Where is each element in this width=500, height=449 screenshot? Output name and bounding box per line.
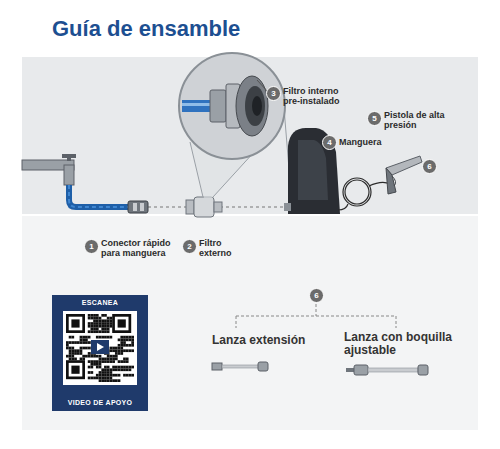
garden-hose-stripe	[69, 185, 128, 207]
bracket	[236, 304, 396, 328]
extension-lance	[212, 362, 268, 371]
part-label: Conector rápido para manguera	[101, 238, 181, 258]
faucet	[22, 154, 76, 185]
spray-gun	[386, 156, 422, 194]
pressure-hose	[338, 178, 390, 210]
accessory-label: Lanza extensión	[212, 334, 322, 347]
callout-number: 2	[182, 239, 197, 254]
qr-heading: ESCANEA	[52, 299, 148, 306]
part-label: Pistola de alta presión	[384, 110, 446, 130]
part-label: Manguera	[339, 137, 399, 147]
floor-line	[22, 214, 478, 216]
nozzle-lance	[346, 365, 428, 375]
qr-panel: ESCANEA VIDEO DE APOYO	[52, 295, 148, 411]
accessory-label: Lanza con boquilla ajustable	[344, 331, 454, 357]
quick-connector	[128, 201, 148, 213]
external-filter	[186, 197, 222, 217]
callout-number: 4	[322, 135, 337, 150]
title: Guía de ensamble	[52, 16, 240, 42]
pressure-washer	[284, 128, 340, 214]
part-label: Filtro interno pre-instalado	[283, 86, 353, 106]
part-label: Filtro externo	[199, 238, 249, 258]
callout-number: 1	[84, 239, 99, 254]
qr-code	[63, 311, 137, 385]
background-lower	[22, 215, 478, 430]
background-upper	[22, 57, 478, 215]
callout-number: 3	[266, 86, 281, 101]
callout-number: 5	[367, 111, 382, 126]
internal-filter-zoom	[179, 53, 285, 159]
callout-number: 6	[422, 159, 437, 174]
callout-number: 6	[309, 288, 324, 303]
garden-hose	[69, 185, 128, 207]
qr-caption: VIDEO DE APOYO	[52, 399, 148, 406]
